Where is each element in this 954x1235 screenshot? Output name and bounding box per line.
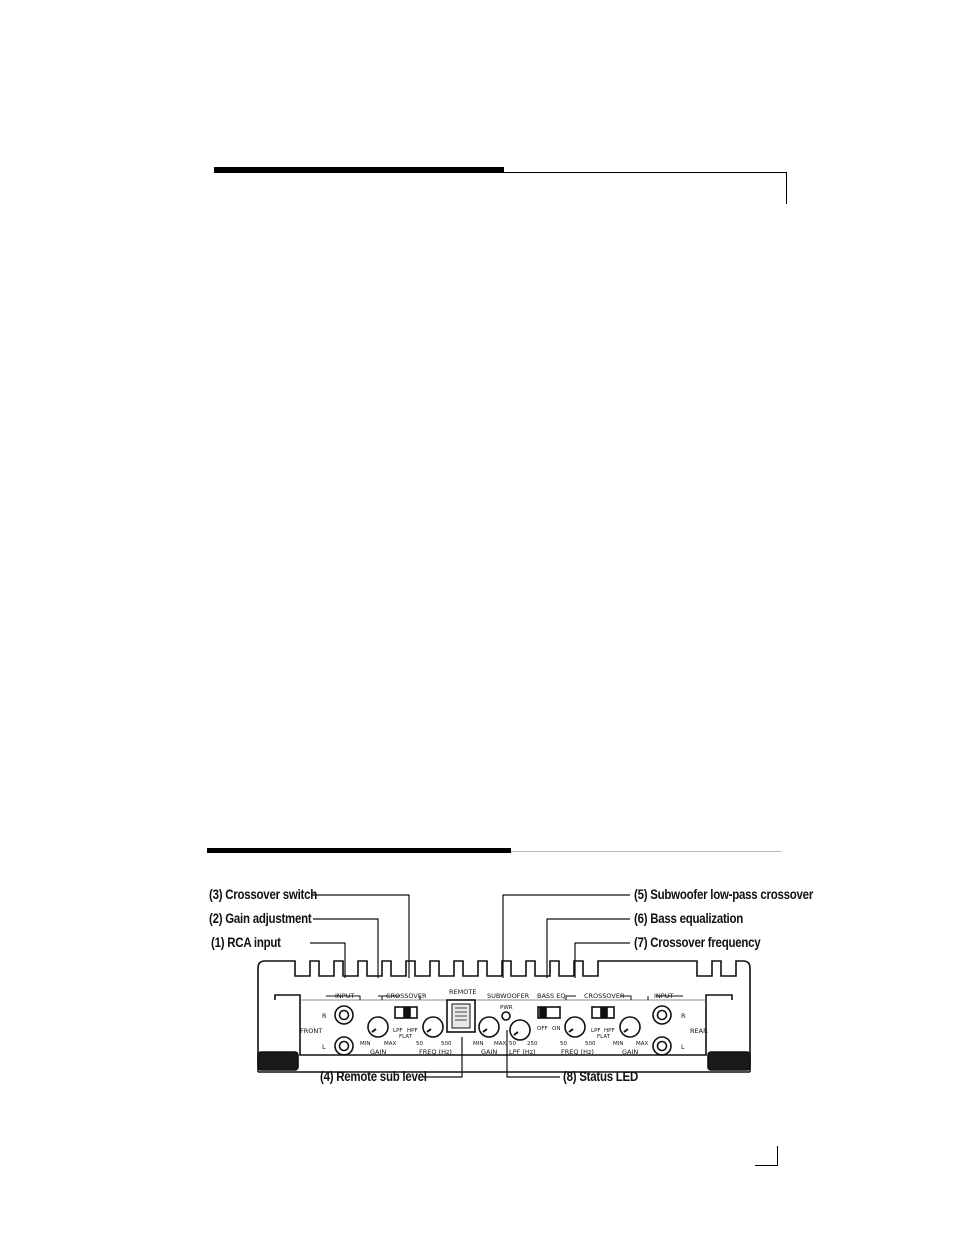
label-rear-hpf: HPF bbox=[604, 1028, 615, 1034]
rear-freq-knob bbox=[564, 1016, 586, 1038]
callout-bass-eq: (6) Bass equalization bbox=[634, 910, 744, 926]
label-sub-250: 250 bbox=[527, 1041, 538, 1047]
right-foot bbox=[707, 1051, 751, 1071]
label-input-rear: INPUT bbox=[654, 992, 673, 1000]
callout-rca-input: (1) RCA input bbox=[211, 934, 281, 950]
header-rule-thin bbox=[504, 172, 787, 173]
control-panel-outline bbox=[274, 994, 733, 1056]
section-rule-thick bbox=[207, 848, 511, 853]
label-crossover-rear: CROSSOVER bbox=[584, 992, 625, 1000]
label-eq-off: OFF bbox=[537, 1026, 548, 1032]
label-front-gain: GAIN bbox=[370, 1048, 386, 1056]
front-rca-l bbox=[334, 1036, 354, 1056]
label-front-flat: FLAT bbox=[399, 1034, 413, 1040]
label-rear-r: R bbox=[681, 1012, 686, 1020]
label-rear-min: MIN bbox=[613, 1041, 623, 1047]
rear-crossover-switch bbox=[591, 1006, 615, 1019]
label-front-hpf: HPF bbox=[407, 1028, 418, 1034]
rear-rca-l bbox=[652, 1036, 672, 1056]
label-rear-l: L bbox=[681, 1043, 685, 1051]
label-rear-freq: FREQ (Hz) bbox=[561, 1048, 594, 1056]
label-front-min: MIN bbox=[360, 1041, 370, 1047]
front-rca-r bbox=[334, 1005, 354, 1025]
label-front-50: 50 bbox=[416, 1041, 423, 1047]
label-front: FRONT bbox=[300, 1027, 322, 1035]
section-rule-thin bbox=[511, 851, 782, 852]
label-front-l: L bbox=[322, 1043, 326, 1051]
label-front-500: 500 bbox=[441, 1041, 452, 1047]
label-rear-lpf: LPF bbox=[591, 1028, 601, 1034]
front-freq-knob bbox=[422, 1016, 444, 1038]
label-front-r: R bbox=[322, 1012, 327, 1020]
label-rear-gain: GAIN bbox=[622, 1048, 638, 1056]
rear-rca-r bbox=[652, 1005, 672, 1025]
bass-eq-switch bbox=[537, 1006, 561, 1019]
status-led bbox=[501, 1011, 511, 1021]
label-bass-eq: BASS EQ bbox=[537, 992, 565, 1000]
label-sub-min: MIN bbox=[473, 1041, 483, 1047]
heatsink-outline bbox=[257, 960, 751, 1072]
label-eq-on: ON bbox=[552, 1026, 560, 1032]
label-front-lpf: LPF bbox=[393, 1028, 403, 1034]
page-corner-horizontal bbox=[755, 1165, 778, 1166]
sub-gain-knob bbox=[478, 1016, 500, 1038]
front-crossover-switch bbox=[394, 1006, 418, 1019]
label-front-freq: FREQ (Hz) bbox=[419, 1048, 452, 1056]
label-rear: REAR bbox=[690, 1027, 708, 1035]
label-sub-50: 50 bbox=[509, 1041, 516, 1047]
label-rear-max: MAX bbox=[636, 1041, 649, 1047]
sub-lpf-knob bbox=[509, 1019, 531, 1041]
label-sub-max: MAX bbox=[494, 1041, 507, 1047]
callout-sub-lowpass: (5) Subwoofer low-pass crossover bbox=[634, 886, 814, 902]
label-crossover-front: CROSSOVER bbox=[386, 992, 427, 1000]
front-gain-knob bbox=[367, 1016, 389, 1038]
label-rear-50: 50 bbox=[560, 1041, 567, 1047]
label-rear-500: 500 bbox=[585, 1041, 596, 1047]
label-subwoofer: SUBWOOFER bbox=[487, 992, 530, 1000]
label-front-max: MAX bbox=[384, 1041, 397, 1047]
header-rule-thick bbox=[214, 167, 504, 173]
label-pwr: PWR bbox=[500, 1005, 513, 1011]
header-rule-tick bbox=[786, 172, 787, 204]
callout-crossover-freq: (7) Crossover frequency bbox=[634, 934, 761, 950]
page-corner-vertical bbox=[777, 1146, 778, 1166]
label-remote: REMOTE bbox=[449, 988, 476, 996]
rear-gain-knob bbox=[619, 1016, 641, 1038]
callout-crossover-switch: (3) Crossover switch bbox=[209, 886, 318, 902]
left-foot bbox=[257, 1051, 299, 1071]
label-input-front: INPUT bbox=[335, 992, 354, 1000]
label-sub-lpf: LPF (Hz) bbox=[509, 1048, 536, 1056]
callout-gain-adjustment: (2) Gain adjustment bbox=[209, 910, 312, 926]
label-sub-gain: GAIN bbox=[481, 1048, 497, 1056]
label-rear-flat: FLAT bbox=[597, 1034, 611, 1040]
